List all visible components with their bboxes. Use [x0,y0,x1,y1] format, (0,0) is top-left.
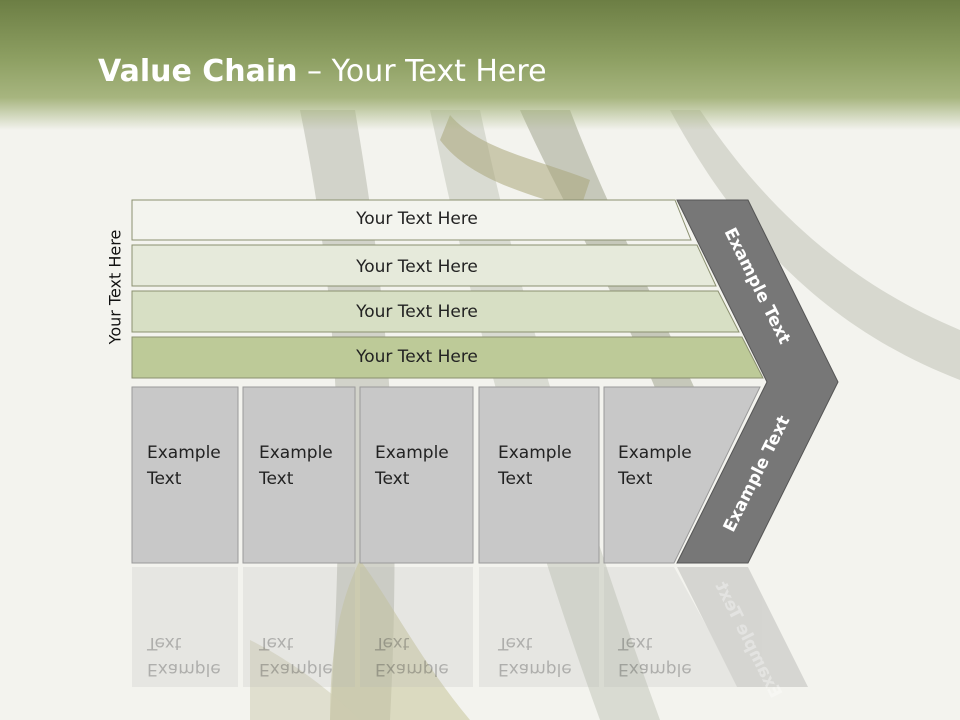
box-reflection-5-line1: Example [618,659,692,679]
box-reflection-2-line2: Text [259,633,294,653]
activity-box-3 [359,386,474,564]
background-swoosh [330,560,470,720]
reflection-box-5 [604,567,740,687]
box-reflection-1: Example Text [147,630,221,682]
row-label-4: Your Text Here [356,347,478,367]
reflection-box-3 [360,567,473,687]
box-reflection-3-line2: Text [375,633,410,653]
box-reflection-1-line2: Text [147,633,182,653]
activity-box-1 [131,386,239,564]
box-label-4-line1: Example [498,443,572,463]
box-reflection-4-line2: Text [498,633,533,653]
title-rest: – Your Text Here [297,54,547,89]
box-reflection-5: Example Text [618,630,692,682]
row-label-1: Your Text Here [356,209,478,229]
row-label-2: Your Text Here [356,257,478,277]
box-label-3-line2: Text [375,469,410,489]
row-label-3: Your Text Here [356,302,478,322]
box-reflection-2-line1: Example [259,659,333,679]
activity-box-4 [478,386,600,564]
box-reflection-4: Example Text [498,630,572,682]
row-bar-3 [131,290,740,333]
background-swoosh [440,115,590,210]
box-label-1-line2: Text [147,469,182,489]
box-label-5-line2: Text [618,469,653,489]
reflection-box-2 [243,567,355,687]
box-label-1-line1: Example [147,443,221,463]
box-label-2-line1: Example [259,443,333,463]
box-label-2-line2: Text [259,469,294,489]
reflection-chevron [677,567,808,687]
background-swoosh [250,640,360,720]
box-label-3-line1: Example [375,443,449,463]
background-swoosh [670,110,960,380]
box-reflection-4-line1: Example [498,659,572,679]
title-bold: Value Chain [98,54,298,89]
box-reflection-2: Example Text [259,630,333,682]
page-title: Value Chain – Your Text Here [98,54,547,89]
row-bar-2 [131,244,717,287]
row-bar-1 [131,199,692,241]
activity-box-2 [242,386,356,564]
box-label-4-line2: Text [498,469,533,489]
box-reflection-3: Example Text [375,630,449,682]
header-band [0,0,960,130]
box-reflection-5-line2: Text [618,633,653,653]
activity-box-5 [603,386,761,564]
box-reflection-3-line1: Example [375,659,449,679]
row-bar-4 [131,336,764,379]
box-label-5-line1: Example [618,443,692,463]
reflection-box-4 [479,567,599,687]
chevron-arrow [676,199,839,564]
box-reflection-1-line1: Example [147,659,221,679]
diagram-reflection [132,567,808,687]
reflection-box-1 [132,567,238,687]
